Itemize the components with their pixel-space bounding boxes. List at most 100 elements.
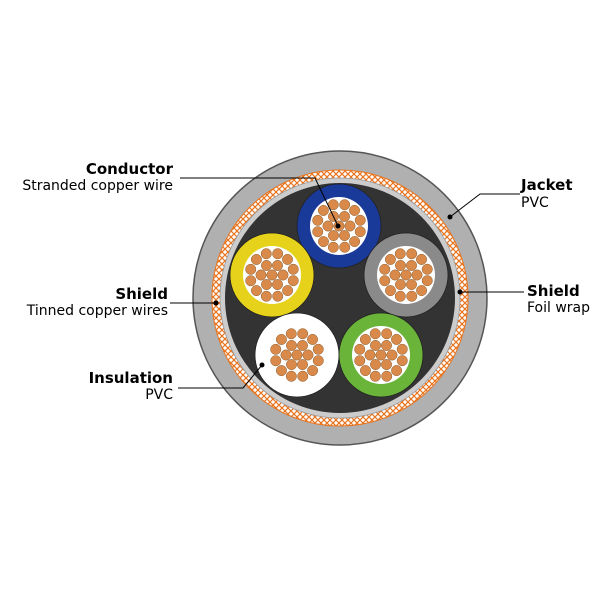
copper-strand xyxy=(297,359,308,370)
copper-strand xyxy=(312,355,324,367)
copper-strand xyxy=(339,241,351,253)
copper-strand xyxy=(250,254,262,265)
copper-strand xyxy=(411,269,423,281)
copper-strand xyxy=(354,343,366,355)
copper-strand xyxy=(391,333,402,345)
copper-strand xyxy=(389,269,401,281)
conductor-subtitle: Stranded copper wire xyxy=(22,178,173,194)
shield-braid-subtitle: Tinned copper wires xyxy=(26,303,168,319)
copper-strand xyxy=(421,275,433,287)
copper-strand xyxy=(416,253,427,265)
copper-strand xyxy=(395,279,406,290)
copper-strand xyxy=(406,260,417,271)
conductor-gray xyxy=(363,232,449,318)
copper-strand xyxy=(260,248,272,260)
copper-strand xyxy=(286,359,297,370)
copper-strand xyxy=(381,328,393,340)
copper-strand xyxy=(359,334,371,345)
copper-strand xyxy=(302,349,314,361)
copper-strand xyxy=(297,340,308,351)
shield-braid-leader-dot xyxy=(213,300,219,306)
copper-strand xyxy=(312,343,324,355)
copper-strand xyxy=(297,370,309,382)
copper-strand xyxy=(266,269,278,281)
copper-strand xyxy=(339,199,351,211)
conductor-leader xyxy=(180,177,339,227)
copper-strand xyxy=(286,340,297,351)
conductor-title: Conductor xyxy=(86,160,174,178)
copper-strand xyxy=(277,269,289,281)
copper-strand xyxy=(394,290,406,302)
copper-strand xyxy=(416,285,428,296)
copper-strand xyxy=(272,260,283,271)
copper-strand xyxy=(260,290,272,302)
copper-strand xyxy=(391,365,403,376)
copper-strand xyxy=(285,370,297,382)
copper-strand xyxy=(339,211,350,222)
copper-strand xyxy=(339,230,350,241)
insulation-subtitle: PVC xyxy=(145,387,173,403)
copper-strand xyxy=(317,205,329,216)
copper-strand xyxy=(364,349,376,361)
copper-strand xyxy=(312,226,324,238)
copper-strand xyxy=(255,269,267,281)
conductor-white xyxy=(254,312,340,398)
copper-strand xyxy=(384,254,396,265)
copper-strand xyxy=(375,349,387,361)
shield-braid-title: Shield xyxy=(115,285,168,303)
copper-strand xyxy=(396,355,408,367)
labels: Conductor Stranded copper wire Shield Ti… xyxy=(22,160,590,403)
insulation-leader-dot xyxy=(259,362,265,368)
copper-strand xyxy=(307,333,318,345)
conductor-yellow xyxy=(229,232,315,318)
copper-strand xyxy=(354,355,366,367)
copper-strand xyxy=(421,263,433,275)
copper-strand xyxy=(261,260,272,271)
copper-strand xyxy=(381,370,393,382)
copper-strand xyxy=(396,343,408,355)
copper-strand xyxy=(379,275,391,287)
conductor-green xyxy=(338,312,424,398)
copper-strand xyxy=(245,275,257,287)
copper-strand xyxy=(297,328,309,340)
copper-strand xyxy=(287,263,299,275)
copper-strand xyxy=(327,241,339,253)
copper-strand xyxy=(381,340,392,351)
copper-strand xyxy=(370,340,381,351)
copper-strand xyxy=(270,343,282,355)
copper-strand xyxy=(328,230,339,241)
leader-lines xyxy=(170,177,524,389)
copper-strand xyxy=(344,220,356,232)
copper-strand xyxy=(360,365,371,377)
copper-strand xyxy=(381,359,392,370)
copper-strand xyxy=(370,359,381,370)
copper-strand xyxy=(349,204,360,216)
copper-strand xyxy=(349,236,361,247)
copper-strand xyxy=(280,349,292,361)
jacket-title: Jacket xyxy=(520,176,573,194)
insulation-title: Insulation xyxy=(89,369,173,387)
copper-strand xyxy=(307,365,319,376)
insulation-leader xyxy=(178,364,263,389)
copper-strand xyxy=(400,269,412,281)
copper-strand xyxy=(354,214,366,226)
conductor-leader-dot xyxy=(335,223,341,229)
copper-strand xyxy=(318,236,329,248)
jacket-leader xyxy=(449,193,520,218)
copper-strand xyxy=(379,263,391,275)
copper-strand xyxy=(395,260,406,271)
copper-strand xyxy=(385,285,396,297)
copper-strand xyxy=(261,279,272,290)
copper-strand xyxy=(275,334,287,345)
copper-strand xyxy=(270,355,282,367)
copper-strand xyxy=(354,226,366,238)
shield-foil-title: Shield xyxy=(527,282,580,300)
copper-strand xyxy=(369,370,381,382)
copper-strand xyxy=(272,279,283,290)
jacket-leader-dot xyxy=(447,214,453,220)
copper-strand xyxy=(406,290,418,302)
copper-strand xyxy=(287,275,299,287)
copper-strand xyxy=(406,248,418,260)
shield-foil-subtitle: Foil wrap xyxy=(527,300,590,316)
